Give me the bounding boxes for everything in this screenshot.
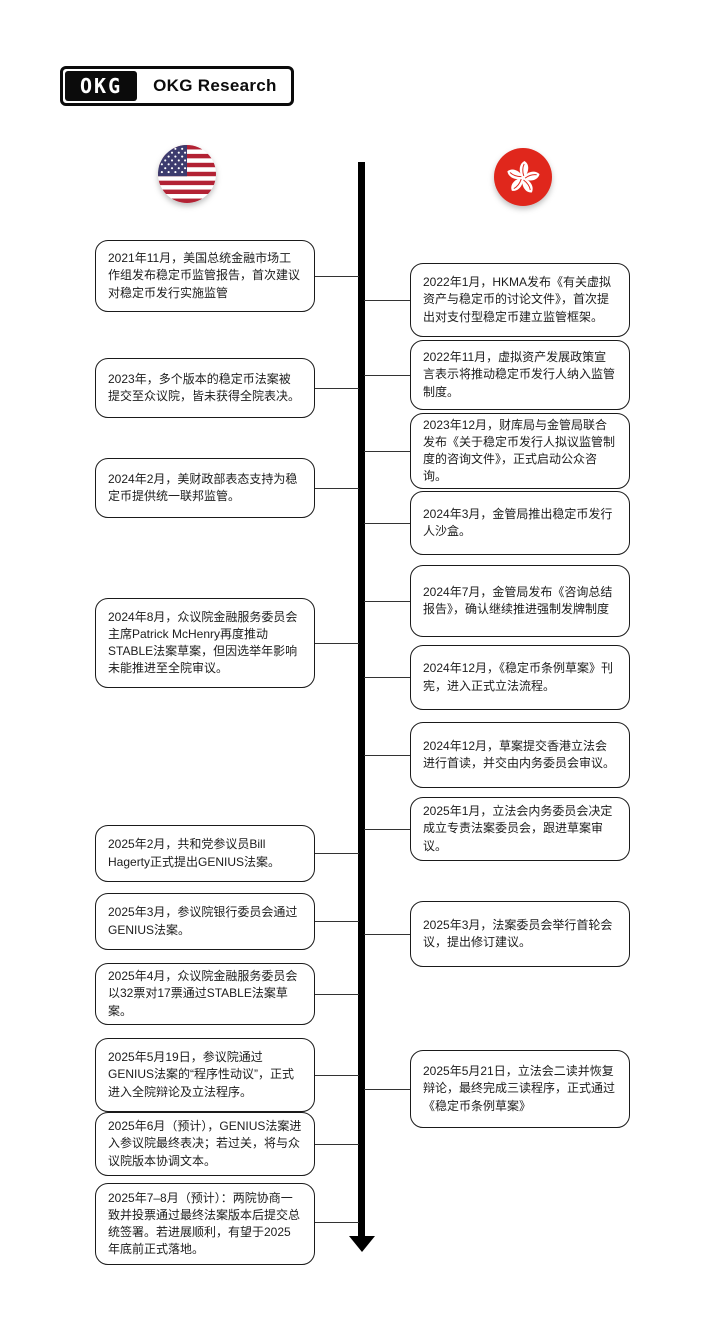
event-connector — [314, 994, 359, 995]
event-connector — [314, 1222, 359, 1223]
event-box-hk: 2025年5月21日，立法会二读并恢复辩论，最终完成三读程序，正式通过《稳定币条… — [410, 1050, 630, 1128]
event-connector — [364, 1089, 411, 1090]
event-box-hk: 2024年12月，《稳定币条例草案》刊宪，进入正式立法流程。 — [410, 645, 630, 710]
event-box-us: 2025年5月19日，参议院通过GENIUS法案的“程序性动议”，正式进入全院辩… — [95, 1038, 315, 1112]
down-arrow-icon — [349, 1236, 375, 1252]
event-box-hk: 2022年11月，虚拟资产发展政策宣言表示将推动稳定币发行人纳入监管制度。 — [410, 340, 630, 410]
event-connector — [314, 921, 359, 922]
event-connector — [314, 1144, 359, 1145]
event-connector — [364, 375, 411, 376]
event-box-us: 2025年4月，众议院金融服务委员会以32票对17票通过STABLE法案草案。 — [95, 963, 315, 1025]
event-connector — [364, 934, 411, 935]
event-box-hk: 2025年3月，法案委员会举行首轮会议，提出修订建议。 — [410, 901, 630, 967]
event-box-hk: 2025年1月，立法会内务委员会决定成立专责法案委员会，跟进草案审议。 — [410, 797, 630, 861]
event-connector — [314, 488, 359, 489]
timeline-spine — [358, 162, 365, 1238]
event-connector — [314, 643, 359, 644]
event-connector — [364, 451, 411, 452]
hk-flag-icon — [494, 148, 552, 206]
event-box-hk: 2024年12月，草案提交香港立法会进行首读，并交由内务委员会审议。 — [410, 722, 630, 788]
event-connector — [364, 829, 411, 830]
event-connector — [364, 523, 411, 524]
us-flag-icon — [158, 145, 216, 203]
event-connector — [364, 677, 411, 678]
event-box-us: 2025年6月（预计），GENIUS法案进入参议院最终表决；若过关，将与众议院版… — [95, 1112, 315, 1176]
event-box-us: 2024年2月，美财政部表态支持为稳定币提供统一联邦监管。 — [95, 458, 315, 518]
event-box-hk: 2022年1月，HKMA发布《有关虚拟资产与稳定币的讨论文件》，首次提出对支付型… — [410, 263, 630, 337]
event-box-hk: 2024年7月，金管局发布《咨询总结报告》，确认继续推进强制发牌制度 — [410, 565, 630, 637]
event-box-hk: 2024年3月，金管局推出稳定币发行人沙盒。 — [410, 491, 630, 555]
event-box-hk: 2023年12月，财库局与金管局联合发布《关于稳定币发行人拟议监管制度的咨询文件… — [410, 413, 630, 489]
event-connector — [364, 300, 411, 301]
event-connector — [314, 388, 359, 389]
event-connector — [314, 853, 359, 854]
okg-logo-badge: OKG — [65, 71, 138, 101]
event-box-us: 2025年7–8月（预计）：两院协商一致并投票通过最终法案版本后提交总统签署。若… — [95, 1183, 315, 1265]
event-connector — [364, 601, 411, 602]
event-connector — [364, 755, 411, 756]
event-connector — [314, 1075, 359, 1076]
event-box-us: 2025年3月，参议院银行委员会通过GENIUS法案。 — [95, 893, 315, 950]
event-connector — [314, 276, 359, 277]
event-box-us: 2025年2月，共和党参议员Bill Hagerty正式提出GENIUS法案。 — [95, 825, 315, 882]
event-box-us: 2024年8月，众议院金融服务委员会主席Patrick McHenry再度推动S… — [95, 598, 315, 688]
event-box-us: 2021年11月，美国总统金融市场工作组发布稳定币监管报告，首次建议对稳定币发行… — [95, 240, 315, 312]
okg-research-logo: OKG OKG Research — [60, 66, 294, 106]
event-box-us: 2023年，多个版本的稳定币法案被提交至众议院，皆未获得全院表决。 — [95, 358, 315, 418]
okg-logo-label: OKG Research — [153, 76, 277, 95]
